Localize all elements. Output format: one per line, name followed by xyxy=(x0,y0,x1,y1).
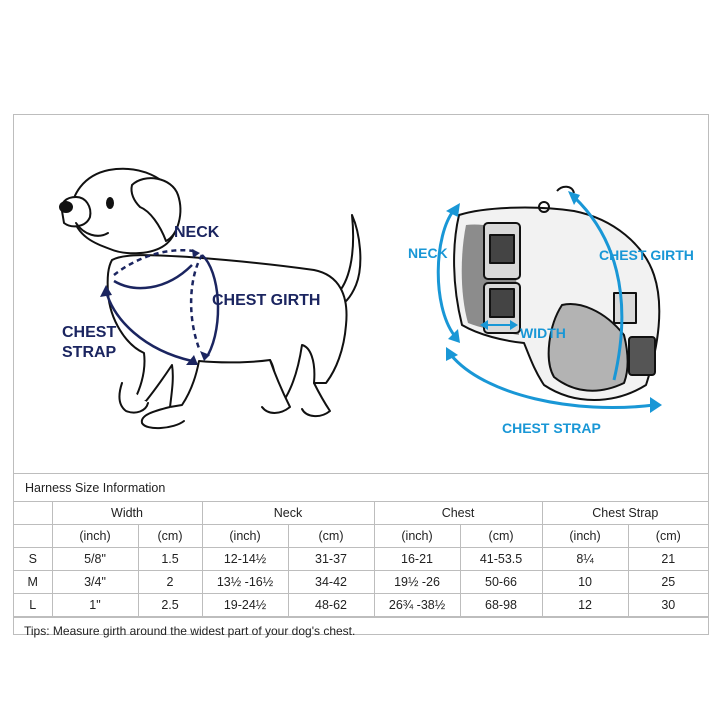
value-cell: 19½ -26 xyxy=(373,570,461,594)
value-cell: 68-98 xyxy=(459,593,543,617)
tips-text: Tips: Measure girth around the widest pa… xyxy=(14,617,708,644)
unit-cell: (cm) xyxy=(287,524,375,548)
value-cell: 1" xyxy=(51,593,139,617)
dog-neck-label: NECK xyxy=(174,224,220,241)
unit-header-row: (inch) (cm) (inch) (cm) (inch) (cm) (inc… xyxy=(14,524,709,548)
dog-chest-girth-measure xyxy=(189,254,220,361)
value-cell: 10 xyxy=(541,570,629,594)
value-cell: 21 xyxy=(627,547,709,571)
group-chest: Chest xyxy=(373,501,543,525)
unit-cell: (cm) xyxy=(627,524,709,548)
value-cell: 50-66 xyxy=(459,570,543,594)
dog-chest-strap-measure xyxy=(100,285,198,365)
value-cell: 19-24½ xyxy=(201,593,289,617)
size-cell: S xyxy=(14,547,53,571)
group-neck: Neck xyxy=(201,501,375,525)
table-title: Harness Size Information xyxy=(14,473,708,501)
table-row: M 3/4" 2 13½ -16½ 34-42 19½ -26 50-66 10… xyxy=(14,570,709,594)
value-cell: 2 xyxy=(137,570,203,594)
unit-cell: (inch) xyxy=(201,524,289,548)
value-cell: 25 xyxy=(627,570,709,594)
value-cell: 8¼ xyxy=(541,547,629,571)
size-cell: M xyxy=(14,570,53,594)
harness-chest-girth-label: CHEST GIRTH xyxy=(599,247,694,263)
harness-illustration xyxy=(453,185,661,401)
dog-chest-girth-label: CHEST GIRTH xyxy=(212,292,321,309)
table-row: L 1" 2.5 19-24½ 48-62 26¾ -38½ 68-98 12 … xyxy=(14,593,709,617)
value-cell: 2.5 xyxy=(137,593,203,617)
group-width: Width xyxy=(51,501,203,525)
value-cell: 12-14½ xyxy=(201,547,289,571)
value-cell: 34-42 xyxy=(287,570,375,594)
group-chest-strap: Chest Strap xyxy=(541,501,709,525)
unit-cell: (cm) xyxy=(459,524,543,548)
value-cell: 5/8" xyxy=(51,547,139,571)
value-cell: 13½ -16½ xyxy=(201,570,289,594)
illustration-svg xyxy=(59,168,662,429)
unit-cell: (cm) xyxy=(137,524,203,548)
size-grid: Width Neck Chest Chest Strap (inch) (cm)… xyxy=(14,501,709,617)
value-cell: 12 xyxy=(541,593,629,617)
dog-neck-measure xyxy=(113,249,200,290)
group-header-row: Width Neck Chest Chest Strap xyxy=(14,501,709,525)
value-cell: 1.5 xyxy=(137,547,203,571)
harness-measures xyxy=(436,191,662,413)
value-cell: 16-21 xyxy=(373,547,461,571)
dog-nose-icon xyxy=(59,201,73,213)
harness-chest-strap-label: CHEST STRAP xyxy=(502,420,601,436)
value-cell: 48-62 xyxy=(287,593,375,617)
dog-eye-icon xyxy=(106,197,114,209)
dog-illustration xyxy=(60,168,362,429)
unit-cell: (inch) xyxy=(51,524,139,548)
illustration-area: NECK CHEST GIRTH CHEST STRAP NECK CHEST … xyxy=(14,115,708,473)
size-cell: L xyxy=(14,593,53,617)
value-cell: 41-53.5 xyxy=(459,547,543,571)
table-row: S 5/8" 1.5 12-14½ 31-37 16-21 41-53.5 8¼… xyxy=(14,547,709,571)
value-cell: 3/4" xyxy=(51,570,139,594)
value-cell: 31-37 xyxy=(287,547,375,571)
value-cell: 26¾ -38½ xyxy=(373,593,461,617)
unit-cell: (inch) xyxy=(373,524,461,548)
harness-neck-label: NECK xyxy=(408,245,448,261)
size-chart-frame: NECK CHEST GIRTH CHEST STRAP NECK CHEST … xyxy=(13,114,709,638)
unit-cell: (inch) xyxy=(541,524,629,548)
value-cell: 30 xyxy=(627,593,709,617)
harness-width-label: WIDTH xyxy=(520,325,566,341)
size-table: Harness Size Information Width Neck Ches… xyxy=(14,473,709,644)
dog-chest-strap-label: CHEST STRAP xyxy=(62,324,117,361)
